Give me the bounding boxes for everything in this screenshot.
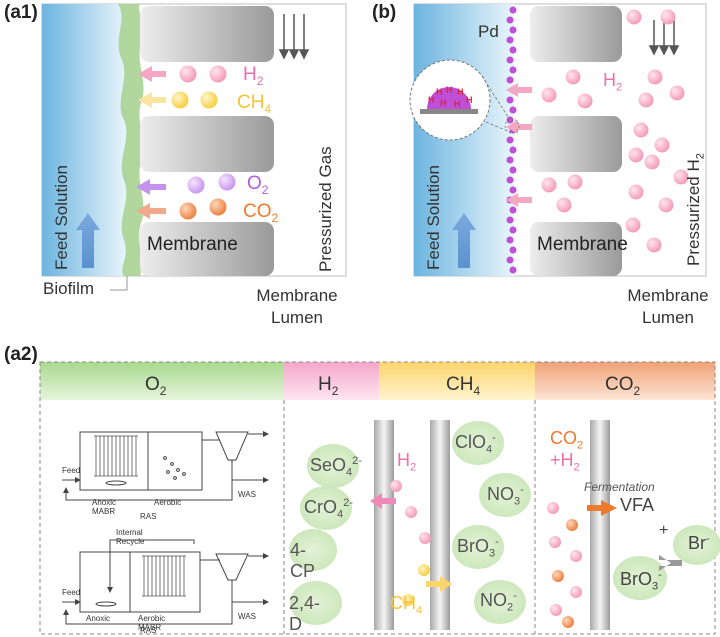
a1-membrane-bottom [140, 222, 274, 276]
b-pressurized-h2-label: Pressurized H2 [684, 153, 707, 266]
a1-co2-label: CO2 [243, 201, 279, 225]
b-membrane-top [530, 6, 622, 62]
schematic-top [62, 431, 269, 501]
a1-flow-arrow [76, 213, 100, 268]
b-membrane-bottom [530, 222, 622, 276]
panel-a1-label: (a1) [4, 2, 38, 23]
b-h2-label: H2 [603, 70, 623, 94]
schematic-bottom [62, 539, 269, 625]
panel-a2-graphic [39, 361, 720, 635]
pd-particles [506, 6, 517, 274]
co2-balls [547, 502, 582, 628]
fermentation-arrow [587, 500, 617, 516]
co2-membrane-rod [590, 420, 610, 630]
contaminant-bubbles-left [289, 444, 359, 625]
a1-o2-label: O2 [247, 173, 269, 197]
b-flow-arrow [452, 213, 476, 268]
ch4-arrow [426, 576, 452, 592]
b-down-arrows [648, 20, 680, 56]
header-o2-label: O2 [145, 374, 167, 398]
header-o2 [40, 362, 284, 400]
bro3-bubble [613, 556, 667, 600]
panels-a1-b-graphic [41, 3, 707, 291]
h2-ch4-membrane-rod [374, 420, 394, 630]
header-co2 [535, 362, 715, 400]
a1-pressurized-gas-label: Pressurized Gas [316, 146, 335, 272]
a1-h2-arrow [138, 66, 166, 82]
biofilm-callout-line [110, 276, 128, 291]
contaminant-bubbles-right [452, 421, 531, 624]
b-membrane-middle [530, 116, 622, 172]
biofilm-label: Biofilm [43, 279, 95, 298]
header-co2-label: CO2 [605, 374, 641, 398]
pd-zoom-surface [420, 109, 478, 114]
br-arrow [659, 555, 682, 571]
a1-membrane-middle [140, 116, 274, 172]
h2-ch4-membrane-rod-2 [430, 420, 450, 630]
header-ch4 [379, 362, 535, 400]
a1-membrane-top [140, 6, 274, 62]
pd-label: Pd [478, 22, 499, 41]
a1-o2-arrow [136, 179, 166, 195]
h2-arrow [370, 493, 396, 509]
pd-zoom-particle [427, 87, 471, 109]
header-h2 [284, 362, 379, 400]
br-bubble [673, 525, 720, 565]
b-h2-balls [541, 9, 689, 253]
h2-ch4-balls [390, 480, 431, 606]
a1-biofilm [118, 4, 144, 276]
pd-zoom-hydrogen-atoms: H H H H H H H [428, 85, 473, 109]
panel-b-label: (b) [372, 2, 397, 23]
a1-co2-arrow [136, 203, 166, 219]
a1-feed-solution-label: Feed Solution [52, 165, 71, 270]
a1-down-arrows [278, 14, 310, 60]
panel-a2-label: (a2) [4, 344, 38, 365]
b-membrane-label: Membrane [537, 234, 628, 255]
a1-membrane-label: Membrane [147, 234, 238, 255]
a1-ch4-label: CH4 [237, 92, 272, 116]
header-ch4-label: CH4 [446, 374, 481, 398]
b-feed-solution-label: Feed Solution [424, 165, 443, 270]
header-h2-label: H2 [318, 374, 339, 398]
a1-h2-label: H2 [243, 64, 264, 88]
a1-ch4-arrow [138, 92, 166, 108]
